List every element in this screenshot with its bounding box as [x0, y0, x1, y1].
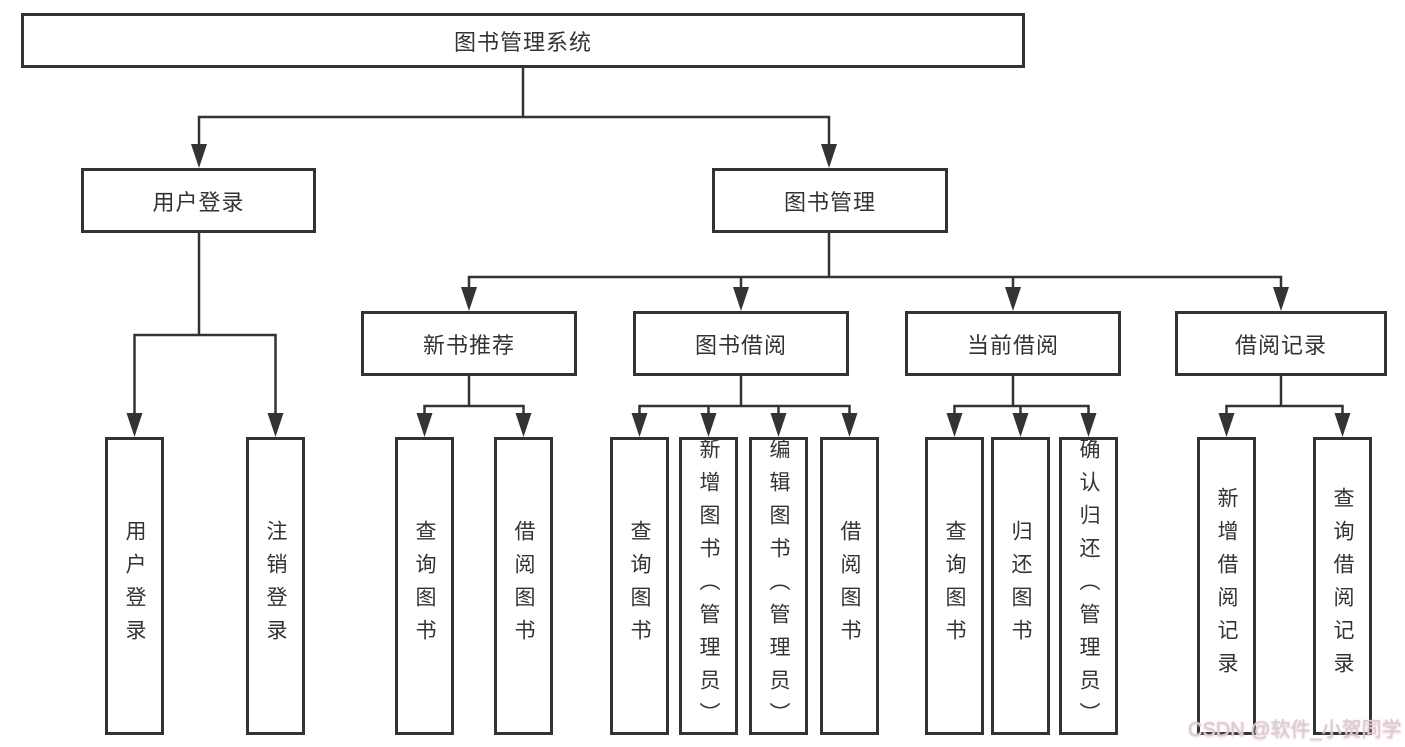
leaf-add-book-admin: 新增图书（管理员）: [679, 437, 738, 735]
node-borrowing-records: 借阅记录: [1175, 311, 1387, 376]
node-label: 图书借阅: [694, 332, 787, 358]
leaf-return-books: 归还图书: [991, 437, 1050, 735]
node-label: 用户登录: [152, 189, 245, 215]
connector-path: [133, 232, 277, 414]
node-label: 新增借阅记录: [1215, 487, 1238, 685]
node-label: 图书管理系统: [453, 29, 592, 55]
node-label: 归还图书: [1009, 520, 1032, 652]
node-label: 用户登录: [123, 520, 146, 652]
arrow-down-icon: [515, 413, 532, 437]
node-label: 新增图书（管理员）: [697, 437, 720, 735]
node-system-root: 图书管理系统: [21, 13, 1025, 68]
arrow-down-icon: [416, 413, 433, 437]
arrow-down-icon: [946, 413, 963, 437]
connector-path: [467, 232, 1283, 290]
arrow-down-icon: [1218, 413, 1235, 437]
watermark-text: CSDN @软件_小贺同学: [1188, 719, 1402, 741]
connector-path: [953, 376, 1090, 414]
node-new-book-recommend: 新书推荐: [361, 311, 577, 376]
leaf-add-borrow-record: 新增借阅记录: [1197, 437, 1256, 735]
node-current-borrowing: 当前借阅: [905, 311, 1121, 376]
arrow-down-icon: [1273, 287, 1289, 311]
connector-path: [638, 376, 851, 414]
connector-path: [197, 68, 831, 146]
arrow-down-icon: [631, 413, 648, 437]
arrow-down-icon: [461, 287, 477, 311]
node-label: 新书推荐: [422, 332, 515, 358]
node-label: 编辑图书（管理员）: [767, 437, 790, 735]
node-book-management: 图书管理: [712, 168, 948, 233]
arrow-down-icon: [841, 413, 858, 437]
node-label: 查询图书: [413, 520, 436, 652]
arrow-down-icon: [1012, 413, 1029, 437]
leaf-borrow-books-recommend: 借阅图书: [494, 437, 553, 735]
leaf-query-books-recommend: 查询图书: [395, 437, 454, 735]
arrow-down-icon: [770, 413, 787, 437]
node-label: 借阅图书: [838, 520, 861, 652]
arrow-down-icon: [191, 144, 207, 168]
arrow-down-icon: [1005, 287, 1021, 311]
arrow-down-icon: [267, 413, 284, 437]
leaf-edit-book-admin: 编辑图书（管理员）: [749, 437, 808, 735]
leaf-borrow-books-borrowing: 借阅图书: [820, 437, 879, 735]
leaf-confirm-return-admin: 确认归还（管理员）: [1059, 437, 1118, 735]
node-label: 借阅图书: [512, 520, 535, 652]
node-book-borrowing: 图书借阅: [633, 311, 849, 376]
leaf-logout: 注销登录: [246, 437, 305, 735]
node-label: 注销登录: [264, 520, 287, 652]
node-label: 查询借阅记录: [1331, 487, 1354, 685]
leaf-query-borrow-record: 查询借阅记录: [1313, 437, 1372, 735]
node-label: 借阅记录: [1234, 332, 1327, 358]
arrow-down-icon: [1080, 413, 1097, 437]
node-user-login: 用户登录: [81, 168, 316, 233]
node-label: 查询图书: [943, 520, 966, 652]
arrow-down-icon: [126, 413, 143, 437]
node-label: 查询图书: [628, 520, 651, 652]
arrow-down-icon: [1334, 413, 1351, 437]
node-label: 确认归还（管理员）: [1077, 437, 1100, 735]
node-label: 图书管理: [783, 189, 876, 215]
arrow-down-icon: [700, 413, 717, 437]
arrow-down-icon: [733, 287, 749, 311]
arrow-down-icon: [821, 144, 837, 168]
leaf-user-login: 用户登录: [105, 437, 164, 735]
node-label: 当前借阅: [966, 332, 1059, 358]
connector-path: [423, 376, 525, 414]
connector-path: [1225, 376, 1344, 414]
leaf-query-books-current: 查询图书: [925, 437, 984, 735]
leaf-query-books-borrowing: 查询图书: [610, 437, 669, 735]
